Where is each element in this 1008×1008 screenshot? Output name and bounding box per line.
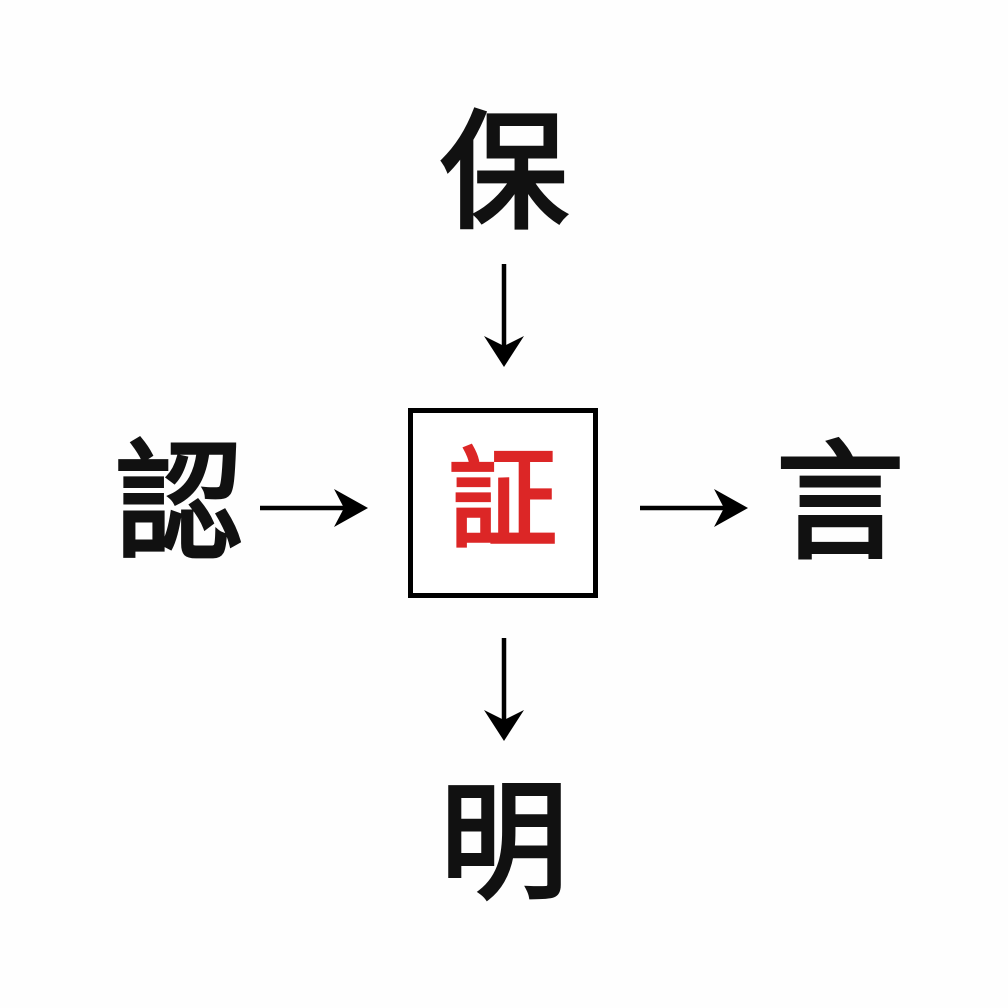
kanji-center-box: 証 xyxy=(408,408,598,598)
arrow-right-right-icon xyxy=(640,489,748,527)
kanji-node-center: 証 xyxy=(448,438,557,563)
arrow-right-left-icon xyxy=(260,489,368,527)
kanji-node-bottom: 明 xyxy=(439,769,568,918)
arrow-down-top-icon xyxy=(484,264,524,367)
kanji-node-top: 保 xyxy=(439,99,568,248)
kanji-node-right: 言 xyxy=(775,429,904,578)
arrow-down-bottom-icon xyxy=(484,638,524,741)
kanji-node-left: 認 xyxy=(114,429,243,578)
